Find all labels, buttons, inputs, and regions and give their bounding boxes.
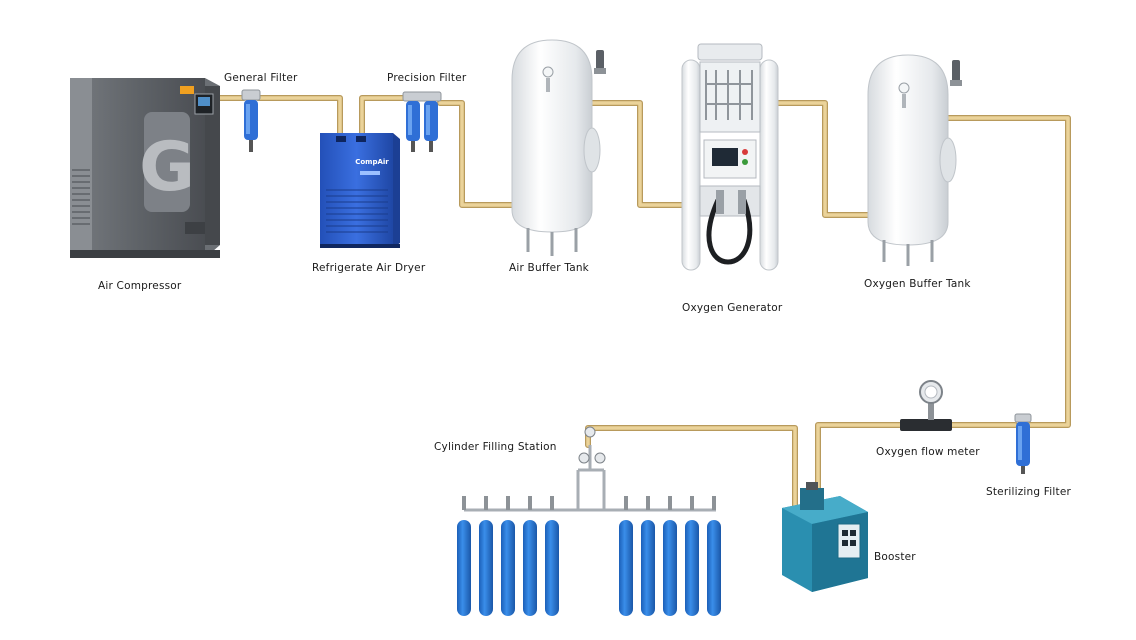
pipe-dryer-to-precision-filter [359,95,408,138]
oxygen-flow-meter [900,380,952,431]
refrigerate-air-dryer: CompAir [320,133,400,248]
label-sterilizing-filter: Sterilizing Filter [986,486,1072,498]
precision-filter [402,91,442,152]
label-booster: Booster [874,551,916,563]
label-oxygen-generator: Oxygen Generator [682,302,783,314]
oxygen-generator [681,43,779,271]
label-general-filter: General Filter [224,72,298,84]
label-refrigerate-air-dryer: Refrigerate Air Dryer [312,262,426,274]
pipe-oxygen-tank-to-flowmeter [945,115,1071,428]
compressor-letter: G [139,128,195,207]
label-oxygen-flow-meter: Oxygen flow meter [876,446,980,458]
pipe-network [217,95,1071,523]
safety-valve [596,50,604,70]
safety-valve [952,60,960,82]
cylinder-bank-left [457,496,559,616]
label-precision-filter: Precision Filter [387,72,467,84]
brand-logo-plate [180,86,194,94]
pipe-precision-to-air-tank [437,100,515,208]
dryer-brand: CompAir [355,158,389,166]
pipe-generator-to-oxygen-tank [775,100,871,218]
air-compressor: G [70,78,220,258]
oxygen-buffer-tank [867,54,962,266]
label-oxygen-buffer-tank: Oxygen Buffer Tank [864,278,971,290]
general-filter [241,89,261,152]
label-air-compressor: Air Compressor [98,280,182,292]
air-buffer-tank [511,39,606,256]
pipe-flowmeter-to-booster [815,422,903,503]
control-panel-screen [712,148,738,166]
sterilizing-filter [1014,413,1032,474]
label-air-buffer-tank: Air Buffer Tank [509,262,589,274]
label-cylinder-filling-station: Cylinder Filling Station [434,441,557,453]
booster [782,482,868,592]
cylinder-bank-right [619,496,721,616]
pipe-filter-to-dryer [255,95,343,138]
cylinder-filling-station [457,426,721,616]
